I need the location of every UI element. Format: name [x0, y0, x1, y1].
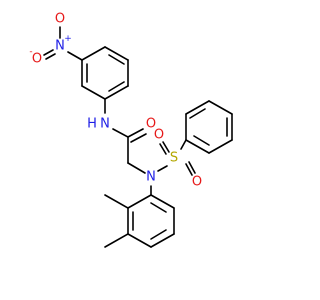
- bond: [130, 133, 147, 143]
- bond: [162, 141, 170, 153]
- bond: [67, 51, 83, 61]
- bond: [188, 161, 196, 174]
- atom-labels: N + O O - N H O N S O O: [29, 12, 202, 190]
- charge-label-nitro-n: +: [64, 34, 72, 44]
- bond: [150, 229, 167, 240]
- bond: [108, 54, 125, 65]
- atom-label-nitro-o-left: O: [32, 52, 42, 67]
- bond: [81, 85, 106, 100]
- atom-label-sulfonamide-n: N: [146, 170, 156, 185]
- bond: [189, 108, 206, 119]
- bond: [208, 100, 233, 115]
- atom-label-amide-n: N: [100, 117, 110, 132]
- atom-label-sulfur: S: [170, 151, 178, 166]
- bond: [185, 139, 210, 154]
- molecule-canvas: N + O O - N H O N S O O: [29, 12, 233, 248]
- bond: [157, 165, 168, 172]
- bond: [193, 135, 210, 146]
- bond: [127, 162, 146, 174]
- chemical-structure-diagram: N + O O - N H O N S O O: [29, 12, 233, 248]
- bond: [45, 53, 56, 60]
- bond: [150, 194, 175, 209]
- bond: [159, 143, 167, 155]
- atom-label-carbonyl-o: O: [146, 117, 156, 132]
- bond: [185, 163, 193, 176]
- bond: [104, 194, 129, 209]
- atom-label-sulfonyl-o-left: O: [154, 128, 164, 143]
- bond: [81, 46, 106, 61]
- bond: [127, 128, 144, 138]
- bond: [104, 233, 129, 248]
- atom-label-amide-h: H: [87, 117, 97, 132]
- bond: [104, 46, 129, 61]
- bond: [150, 202, 167, 213]
- atom-label-sulfonyl-o-bottom: O: [192, 175, 202, 190]
- bond: [127, 194, 152, 209]
- bonds: [43, 26, 233, 248]
- bond: [208, 139, 233, 154]
- bond: [43, 49, 54, 56]
- charge-label-nitro-o-left: -: [29, 47, 32, 57]
- atom-label-nitro-n: N: [55, 39, 65, 54]
- bond: [180, 139, 187, 150]
- bond: [104, 85, 129, 100]
- bond: [112, 128, 129, 138]
- atom-label-nitro-o-top: O: [55, 12, 65, 27]
- bond: [185, 100, 210, 115]
- bond: [150, 233, 175, 248]
- bond: [108, 81, 125, 92]
- bond: [127, 233, 152, 248]
